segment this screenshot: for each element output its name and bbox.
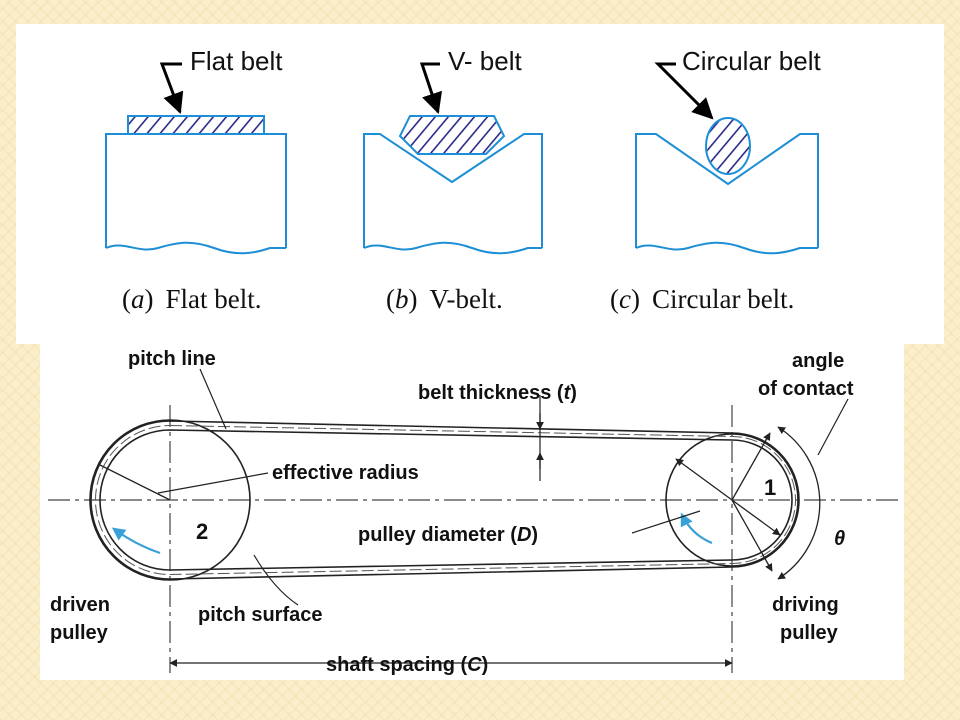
pitch-line-label: pitch line [128,348,216,370]
driven-pulley-label-1: driven [50,594,110,616]
angle-ray-upper [731,432,771,501]
circular-pulley-break-line [635,241,818,255]
driven-pulley-number: 2 [196,519,208,544]
circular-belt-diagram: Circular belt [635,46,821,255]
v-belt-callout: V- belt [448,46,522,76]
flat-belt-callout: Flat belt [190,46,283,76]
driving-pulley-number: 1 [764,475,776,500]
circular-belt-leader-arrow [654,62,714,120]
pulley-diameter-ray [731,499,781,536]
pulley-diameter-label: pulley diameter (D) [358,524,538,546]
effective-radius-leader [157,472,269,494]
flat-belt-section [127,115,265,135]
caption-b: (b)V-belt. [386,284,503,314]
circular-belt-callout: Circular belt [682,46,821,76]
pitch-surface-leader [253,554,299,606]
caption-a: (a)Flat belt. [122,284,262,314]
driven-pulley [89,419,251,581]
belt-drive-figure: pitch line belt thickness (t) effective … [48,348,898,676]
pitch-surface-label: pitch surface [198,604,322,626]
pulley-diameter-leader [631,510,701,534]
flat-belt-leader-arrow [159,62,184,114]
angle-of-contact-arc [777,426,821,580]
belt-cross-sections-panel: Flat belt V- belt Circular belt (a)Flat … [16,24,944,344]
driving-pulley-label-2: pulley [780,622,839,644]
angle-of-contact-label-1: angle [792,350,844,372]
circular-pulley-rim [635,133,819,248]
belt-cross-sections-figure: Flat belt V- belt Circular belt (a)Flat … [105,46,821,314]
driven-pulley-label-2: pulley [50,622,109,644]
angle-of-contact-leader [817,398,849,456]
theta-label: θ [834,528,845,550]
flat-pulley-break-line [105,241,286,255]
belt-thickness-label: belt thickness (t) [418,382,577,404]
driven-rotation-arrow [111,527,161,555]
angle-of-contact-label-2: of contact [758,378,854,400]
v-belt-leader-arrow [419,62,442,114]
flat-belt-diagram: Flat belt [105,46,287,255]
driving-rotation-arrow [680,512,713,545]
belt-drive-panel: pitch line belt thickness (t) effective … [40,343,904,680]
pulley-diameter-line [675,458,733,501]
v-pulley-break-line [363,241,542,255]
flat-pulley-rim [105,133,287,248]
v-belt-diagram: V- belt [363,46,543,255]
driving-pulley-label-1: driving [772,594,839,616]
v-pulley-rim [363,133,543,248]
driving-pulley [665,433,799,567]
pitch-line-leader [199,368,227,430]
effective-radius-label: effective radius [272,462,419,484]
circular-belt-section [705,117,751,175]
shaft-spacing-label: shaft spacing (C) [326,654,488,676]
caption-c: (c)Circular belt. [610,284,794,314]
v-belt-section [398,115,506,155]
angle-ray-lower [731,499,773,572]
belt-inner-edge [90,420,800,580]
effective-radius-line [99,464,171,501]
